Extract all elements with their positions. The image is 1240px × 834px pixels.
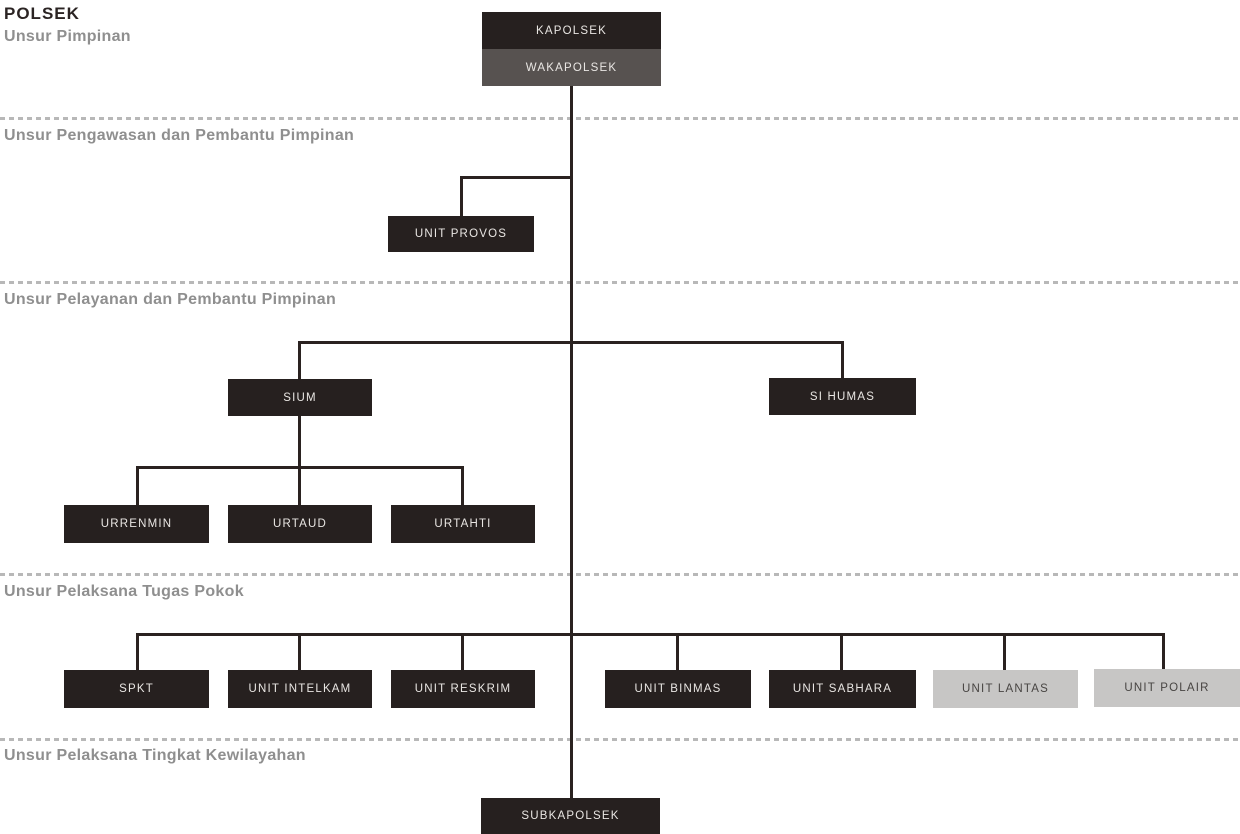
connector-sabhara-drop [840, 633, 843, 670]
connector-sihumas-drop [841, 341, 844, 378]
node-unit-binmas: UNIT BINMAS [605, 670, 751, 708]
node-urtaud: URTAUD [228, 505, 372, 543]
node-si-humas: SI HUMAS [769, 378, 916, 415]
connector-reskrim-drop [461, 633, 464, 670]
connector-lantas-drop [1003, 633, 1006, 670]
section-heading-unsur-pelaksana-kewilayahan: Unsur Pelaksana Tingkat Kewilayahan [4, 747, 306, 764]
section-heading-unsur-pengawasan: Unsur Pengawasan dan Pembantu Pimpinan [4, 127, 355, 144]
connector-spine [570, 85, 573, 798]
node-unit-lantas: UNIT LANTAS [933, 670, 1078, 708]
node-unit-intelkam: UNIT INTELKAM [228, 670, 372, 708]
connector-spkt-drop [136, 633, 139, 670]
section-divider-3 [0, 573, 1240, 576]
node-sium: SIUM [228, 379, 372, 416]
section-heading-unsur-pimpinan: Unsur Pimpinan [4, 28, 131, 45]
section-heading-unsur-pelayanan: Unsur Pelayanan dan Pembantu Pimpinan [4, 291, 337, 308]
node-spkt: SPKT [64, 670, 209, 708]
section-divider-4 [0, 738, 1240, 741]
connector-provos-horizontal [460, 176, 573, 179]
node-wakapolsek: WAKAPOLSEK [482, 49, 661, 86]
node-urrenmin: URRENMIN [64, 505, 209, 543]
section-divider-2 [0, 281, 1240, 284]
connector-binmas-drop [676, 633, 679, 670]
node-unit-polair: UNIT POLAIR [1094, 669, 1240, 707]
connector-sium-drop [298, 341, 301, 379]
section-heading-unsur-pelaksana-tugas-pokok: Unsur Pelaksana Tugas Pokok [4, 583, 244, 600]
node-unit-reskrim: UNIT RESKRIM [391, 670, 535, 708]
connector-polair-drop [1162, 633, 1165, 670]
node-unit-sabhara: UNIT SABHARA [769, 670, 916, 708]
connector-urrenmin-drop [136, 466, 139, 505]
connector-urtahti-drop [461, 466, 464, 505]
node-subkapolsek: SUBKAPOLSEK [481, 798, 660, 834]
section-divider-1 [0, 117, 1240, 120]
node-kapolsek: KAPOLSEK [482, 12, 661, 49]
connector-urtaud-drop [298, 466, 301, 505]
connector-sium-stub [298, 416, 301, 468]
connector-row4-horizontal [136, 633, 1165, 636]
connector-provos-drop [460, 176, 463, 216]
node-unit-provos: UNIT PROVOS [388, 216, 534, 252]
node-urtahti: URTAHTI [391, 505, 535, 543]
connector-intelkam-drop [298, 633, 301, 670]
page-title: POLSEK [4, 4, 80, 23]
connector-row2-horizontal [298, 341, 844, 344]
